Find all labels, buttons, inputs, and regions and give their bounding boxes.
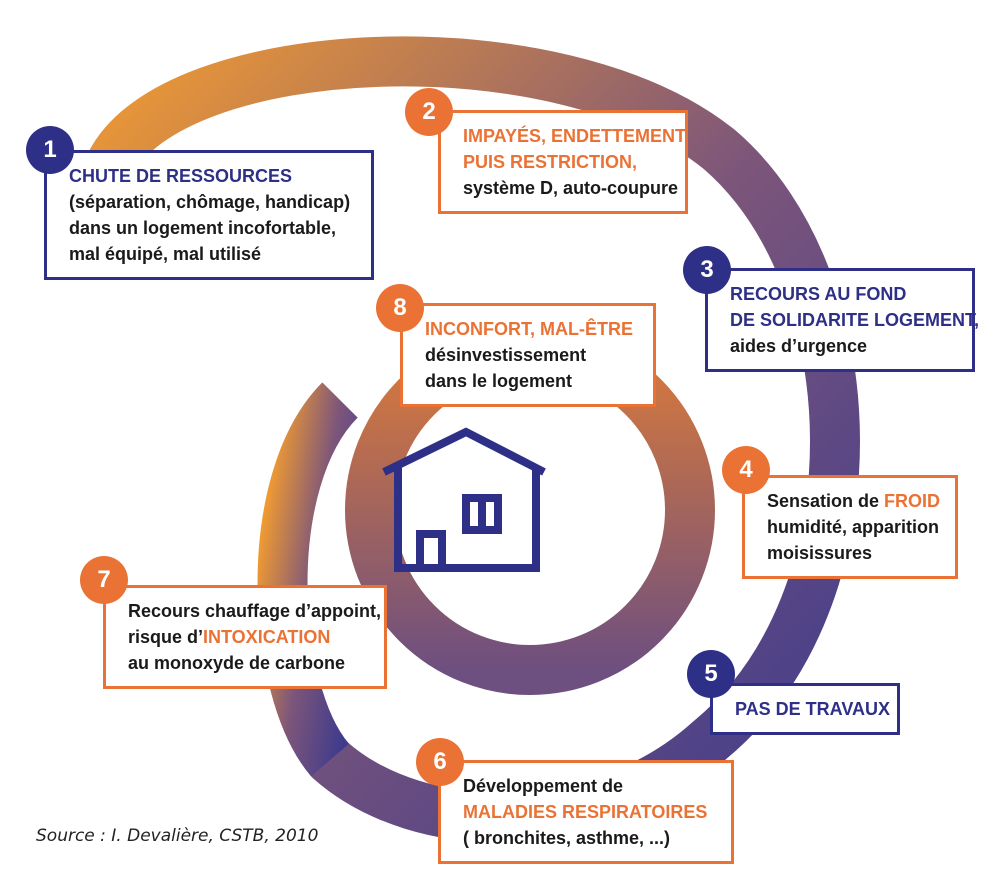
step-2-text: PUIS RESTRICTION, (463, 152, 638, 172)
step-badge-1: 1 (26, 126, 74, 174)
source-caption: Source : I. Devalière, CSTB, 2010 (36, 826, 319, 846)
step-badge-4: 4 (722, 446, 770, 494)
step-5-text: PAS DE TRAVAUX (735, 699, 891, 719)
step-8-line-2: désinvestissement (425, 342, 637, 368)
step-box-7: Recours chauffage d’appoint, risque d’IN… (103, 585, 387, 689)
step-7-line-2: risque d’INTOXICATION (128, 624, 368, 650)
step-1-line-3: dans un logement incofortable, (69, 215, 355, 241)
step-6-line-1: Développement de (463, 773, 715, 799)
step-1-line-1: CHUTE DE RESSOURCES (69, 163, 355, 189)
step-6-line-2: MALADIES RESPIRATOIRES (463, 799, 715, 825)
step-badge-8: 8 (376, 284, 424, 332)
step-7-text: Recours chauffage d’appoint, (128, 601, 382, 621)
step-3-text: DE SOLIDARITE LOGEMENT, (730, 310, 980, 330)
step-4-text: moisissures (767, 543, 873, 563)
step-2-line-3: système D, auto-coupure (463, 175, 678, 201)
step-box-4: Sensation de FROID humidité, apparition … (742, 475, 958, 579)
step-2-line-2: PUIS RESTRICTION, (463, 149, 669, 175)
step-badge-7: 7 (80, 556, 128, 604)
step-7-line-1: Recours chauffage d’appoint, (128, 598, 381, 624)
step-7-text: au monoxyde de carbone (128, 653, 346, 673)
step-3-line-1: RECOURS AU FOND (730, 281, 956, 307)
step-box-6: Développement de MALADIES RESPIRATOIRES … (438, 760, 734, 864)
step-4-line-2: humidité, apparition (767, 514, 939, 540)
step-1-text: mal équipé, mal utilisé (69, 244, 262, 264)
step-6-line-3: ( bronchites, asthme, ...) (463, 825, 715, 851)
step-3-line-2: DE SOLIDARITE LOGEMENT, (730, 307, 979, 333)
step-3-text: aides d’urgence (730, 336, 868, 356)
step-4-text: Sensation de (767, 491, 885, 511)
step-2-text: IMPAYÉS, ENDETTEMENT (463, 126, 687, 146)
step-badge-2: 2 (405, 88, 453, 136)
step-5-line-1: PAS DE TRAVAUX (735, 696, 890, 722)
step-badge-3: 3 (683, 246, 731, 294)
step-box-1: CHUTE DE RESSOURCES (séparation, chômage… (44, 150, 374, 280)
step-8-line-1: INCONFORT, MAL-ÊTRE (425, 316, 637, 342)
step-8-text: dans le logement (425, 371, 573, 391)
step-7-line-3: au monoxyde de carbone (128, 650, 368, 676)
step-1-text: (séparation, chômage, handicap) (69, 192, 351, 212)
step-3-text: RECOURS AU FOND (730, 284, 907, 304)
step-box-3: RECOURS AU FOND DE SOLIDARITE LOGEMENT, … (705, 268, 979, 372)
step-badge-5: 5 (687, 650, 735, 698)
step-box-5: PAS DE TRAVAUX (710, 683, 900, 735)
step-8-text: désinvestissement (425, 345, 587, 365)
step-3-line-3: aides d’urgence (730, 333, 956, 359)
step-1-line-4: mal équipé, mal utilisé (69, 241, 355, 267)
step-6-text: MALADIES RESPIRATOIRES (463, 802, 708, 822)
step-1-line-2: (séparation, chômage, handicap) (69, 189, 355, 215)
step-box-2: IMPAYÉS, ENDETTEMENT PUIS RESTRICTION, s… (438, 110, 688, 214)
step-8-line-3: dans le logement (425, 368, 637, 394)
step-6-text: ( bronchites, asthme, ...) (463, 828, 671, 848)
inner-ring (257, 382, 359, 777)
step-4-text: humidité, apparition (767, 517, 940, 537)
step-4-text: FROID (884, 491, 941, 511)
step-2-text: système D, auto-coupure (463, 178, 679, 198)
house-icon (382, 427, 546, 572)
step-badge-6: 6 (416, 738, 464, 786)
step-6-text: Développement de (463, 776, 624, 796)
step-1-text: dans un logement incofortable, (69, 218, 337, 238)
step-8-text: INCONFORT, MAL-ÊTRE (425, 319, 633, 339)
step-box-8: INCONFORT, MAL-ÊTRE désinvestissement da… (400, 303, 656, 407)
step-7-text: risque d’ (128, 627, 204, 647)
step-7-text: INTOXICATION (203, 627, 331, 647)
step-4-line-1: Sensation de FROID (767, 488, 941, 514)
step-2-line-1: IMPAYÉS, ENDETTEMENT (463, 123, 686, 149)
step-4-line-3: moisissures (767, 540, 939, 566)
step-1-text: CHUTE DE RESSOURCES (69, 166, 293, 186)
